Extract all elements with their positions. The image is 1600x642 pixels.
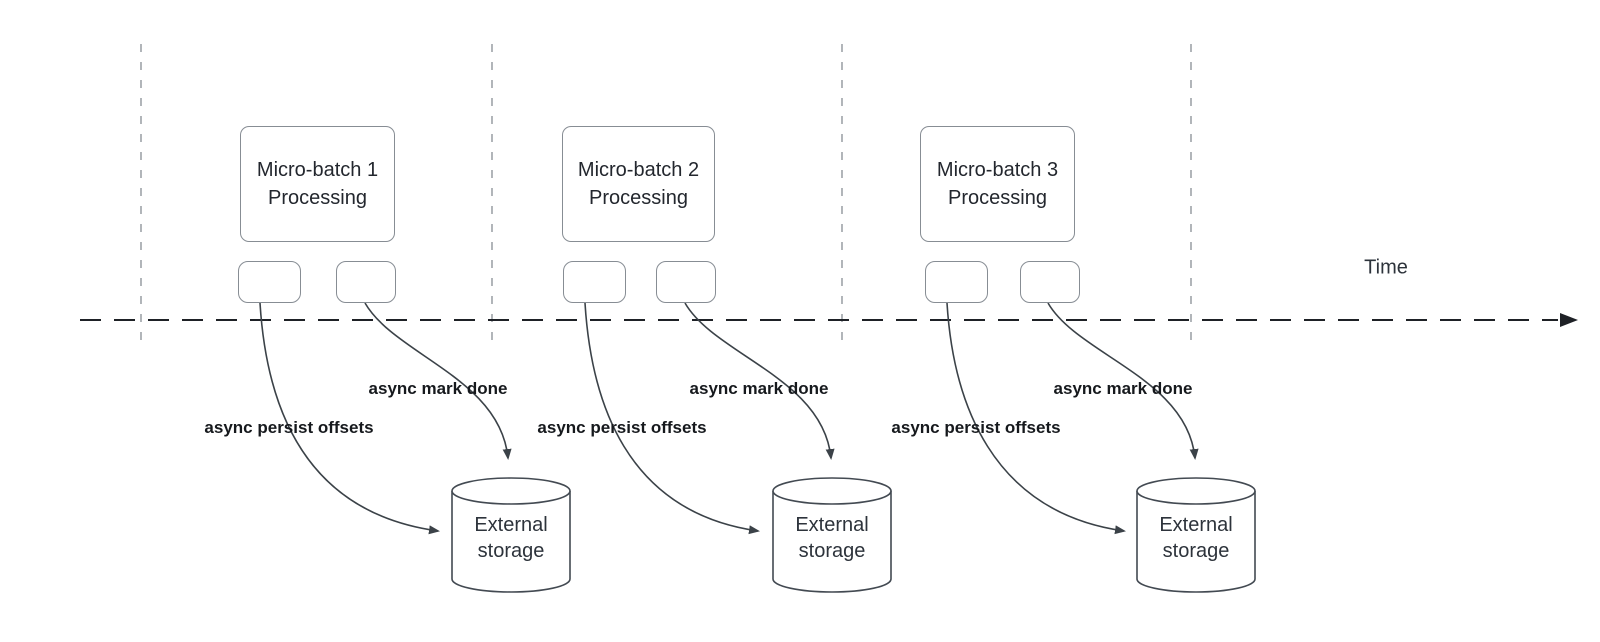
storage-cylinder-2 bbox=[772, 477, 892, 593]
storage-1-line2: storage bbox=[477, 540, 545, 562]
persist-offsets-label-1: async persist offsets bbox=[204, 418, 374, 437]
persist-offsets-arrow-2 bbox=[584, 302, 760, 535]
time-axis-label: Time bbox=[1364, 256, 1408, 279]
storage-2-line1: External bbox=[795, 514, 869, 536]
persist-offsets-label-3: async persist offsets bbox=[891, 418, 1061, 437]
microbatch-2-processing-box: Micro-batch 2 Processing bbox=[562, 126, 715, 242]
microbatch-1-processing-box: Micro-batch 1 Processing bbox=[240, 126, 395, 242]
microbatch-2-title-line1: Micro-batch 2 bbox=[577, 159, 700, 181]
mark-done-label-1: async mark done bbox=[368, 379, 508, 398]
storage-cylinder-1 bbox=[451, 477, 571, 593]
microbatch-3-markdone-task-box bbox=[1020, 261, 1080, 303]
external-storage-label-2: External storage bbox=[772, 512, 892, 564]
microbatch-2-offset-task-box bbox=[563, 261, 626, 303]
storage-2-line2: storage bbox=[798, 540, 866, 562]
microbatch-1-title-line2: Processing bbox=[268, 187, 367, 209]
external-storage-label-3: External storage bbox=[1136, 512, 1256, 564]
persist-offsets-arrow-1 bbox=[259, 302, 440, 535]
mark-done-arrow-3 bbox=[1047, 302, 1199, 460]
persist-offsets-label-2: async persist offsets bbox=[537, 418, 707, 437]
time-axis-arrowhead bbox=[1560, 313, 1578, 327]
mark-done-arrow-1 bbox=[364, 302, 512, 460]
microbatch-3-offset-task-box bbox=[925, 261, 988, 303]
persist-offsets-arrow-3 bbox=[946, 302, 1126, 535]
mark-done-arrow-2 bbox=[684, 302, 835, 460]
storage-3-line2: storage bbox=[1162, 540, 1230, 562]
storage-cylinder-3 bbox=[1136, 477, 1256, 593]
microbatch-3-title-line2: Processing bbox=[948, 187, 1047, 209]
microbatch-2-title-line2: Processing bbox=[589, 187, 688, 209]
microbatch-1-title-line1: Micro-batch 1 bbox=[256, 159, 379, 181]
storage-3-line1: External bbox=[1159, 514, 1233, 536]
microbatch-1-markdone-task-box bbox=[336, 261, 396, 303]
storage-1-line1: External bbox=[474, 514, 548, 536]
microbatch-1-offset-task-box bbox=[238, 261, 301, 303]
microbatch-3-title-line1: Micro-batch 3 bbox=[936, 159, 1059, 181]
microbatch-3-processing-box: Micro-batch 3 Processing bbox=[920, 126, 1075, 242]
mark-done-label-3: async mark done bbox=[1053, 379, 1193, 398]
microbatch-2-markdone-task-box bbox=[656, 261, 716, 303]
mark-done-label-2: async mark done bbox=[689, 379, 829, 398]
external-storage-label-1: External storage bbox=[451, 512, 571, 564]
